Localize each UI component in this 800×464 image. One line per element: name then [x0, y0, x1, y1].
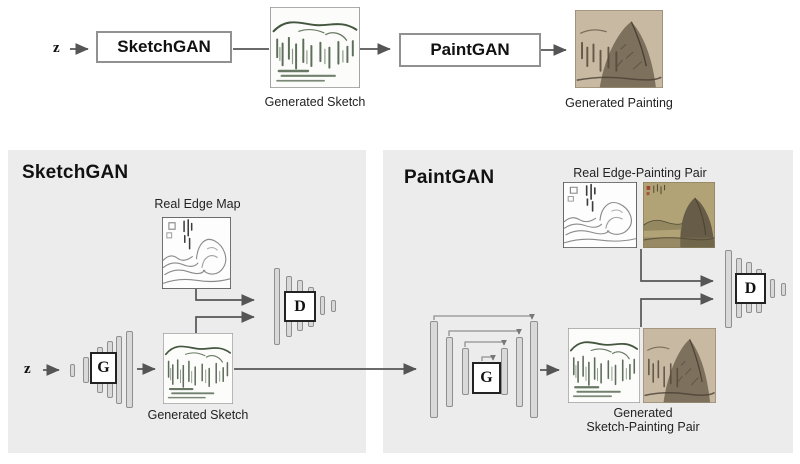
- paintgan-generated-sketch-image: [568, 328, 640, 403]
- sketchgan-discriminator-box: D: [284, 291, 316, 322]
- generated-pair-caption-line1: Generated: [613, 406, 673, 420]
- sketchgan-discriminator-bar: [320, 296, 325, 315]
- sketchgan-discriminator-label: D: [294, 297, 306, 315]
- sketchgan-generator-bar: [126, 331, 133, 408]
- paintgan-generator-label: G: [480, 369, 493, 386]
- generated-pair-caption-line2: Sketch-Painting Pair: [586, 420, 700, 435]
- top-paintgan-box-label: PaintGAN: [430, 40, 510, 59]
- sketchgan-generator-bar: [70, 364, 75, 377]
- real-edge-map-pair-image: [563, 182, 637, 248]
- top-paintgan-box: PaintGAN: [399, 33, 541, 67]
- sketchgan-discriminator-bar: [331, 300, 336, 312]
- paintgan-generator-bar: [446, 337, 453, 407]
- sketchgan-discriminator-bar: [274, 268, 280, 345]
- top-sketchgan-box: SketchGAN: [96, 31, 232, 63]
- paintgan-panel-title: PaintGAN: [404, 167, 495, 188]
- sketchgan-panel-title: SketchGAN: [22, 162, 129, 183]
- real-edge-painting-pair-caption: Real Edge-Painting Pair: [573, 166, 707, 180]
- paintgan-discriminator-label: D: [744, 279, 757, 297]
- top-z-label: z: [53, 40, 60, 56]
- sketchgan-generator-label: G: [97, 359, 110, 376]
- top-generated-sketch-caption: Generated Sketch: [264, 95, 366, 109]
- sketchgan-generated-sketch-image: [163, 333, 233, 404]
- top-sketchgan-box-label: SketchGAN: [117, 37, 211, 56]
- paintgan-discriminator-bar: [781, 283, 786, 296]
- paintgan-discriminator-box: D: [735, 273, 766, 304]
- top-generated-sketch-image: [270, 7, 360, 88]
- generated-pair-caption: Generated Sketch-Painting Pair: [568, 406, 718, 435]
- paintgan-generator-bar: [530, 321, 538, 418]
- sketchgan-generated-sketch-caption: Generated Sketch: [147, 408, 249, 422]
- paintgan-generator-bar: [430, 321, 438, 418]
- paintgan-generator-bar: [516, 337, 523, 407]
- paintgan-generated-painting-image: [643, 328, 716, 403]
- real-edge-map-caption: Real Edge Map: [154, 197, 241, 211]
- sketchgan-generator-bar: [83, 357, 89, 383]
- real-edge-map-image: [162, 217, 231, 289]
- top-generated-painting-caption: Generated Painting: [565, 96, 673, 110]
- real-painting-pair-image: [643, 182, 715, 248]
- sketchgan-generator-box: G: [90, 352, 117, 384]
- sketchgan-z-label: z: [24, 361, 31, 377]
- paintgan-discriminator-bar: [725, 250, 732, 328]
- paintgan-discriminator-bar: [770, 279, 775, 298]
- paintgan-generator-box: G: [472, 362, 501, 394]
- paintgan-generator-bar: [462, 348, 469, 395]
- top-generated-painting-image: [575, 10, 663, 88]
- paintgan-generator-bar: [501, 348, 508, 395]
